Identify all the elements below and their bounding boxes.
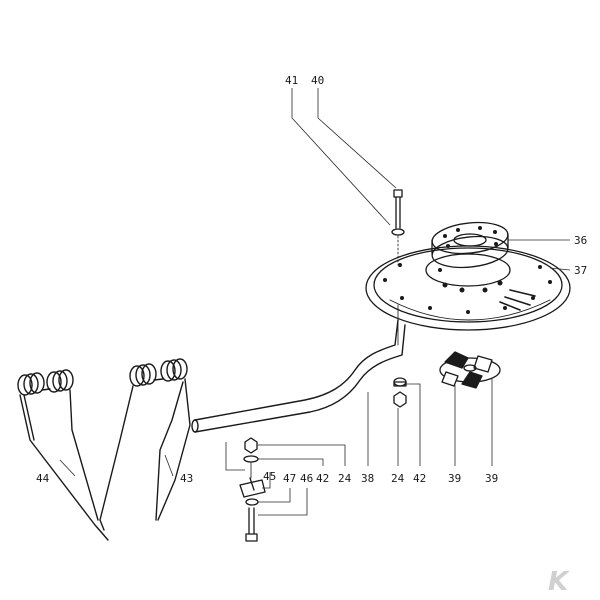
disc-plate-37 — [365, 245, 571, 331]
label-44: 44 — [36, 472, 50, 485]
brand-logo-mark: K — [548, 567, 570, 597]
washer-42-left — [243, 455, 259, 463]
tine-spring-43 — [99, 358, 191, 531]
rubber-coupling-39 — [439, 351, 501, 389]
label-36: 36 — [574, 234, 587, 247]
washer-47 — [245, 498, 259, 506]
label-24-right: 24 — [391, 472, 405, 485]
label-24-left: 24 — [338, 472, 352, 485]
bolt-40 — [393, 189, 403, 229]
leader-lines — [59, 88, 571, 516]
label-46: 46 — [300, 472, 313, 485]
label-39-right: 39 — [485, 472, 498, 485]
nut-24-left — [244, 437, 258, 454]
label-40: 40 — [311, 74, 324, 87]
crank-arm-38 — [191, 319, 406, 433]
label-47: 47 — [283, 472, 296, 485]
label-43: 43 — [180, 472, 193, 485]
nut-24-right — [393, 391, 407, 408]
label-45: 45 — [263, 470, 276, 483]
washer-41 — [391, 228, 405, 236]
bolt-46 — [245, 507, 258, 542]
clamp-plate-45 — [239, 477, 266, 498]
label-42-right: 42 — [413, 472, 426, 485]
label-37: 37 — [574, 264, 587, 277]
brand-logo: K — [548, 567, 570, 597]
label-38: 38 — [361, 472, 374, 485]
nut-42-right — [393, 377, 407, 387]
hub-flange-36 — [431, 221, 509, 269]
tine-spring-44 — [17, 369, 109, 541]
part-labels: 41 40 36 37 44 43 45 47 46 42 24 38 24 4… — [36, 74, 587, 485]
label-41: 41 — [285, 74, 298, 87]
label-42-left: 42 — [316, 472, 329, 485]
label-39-left: 39 — [448, 472, 461, 485]
